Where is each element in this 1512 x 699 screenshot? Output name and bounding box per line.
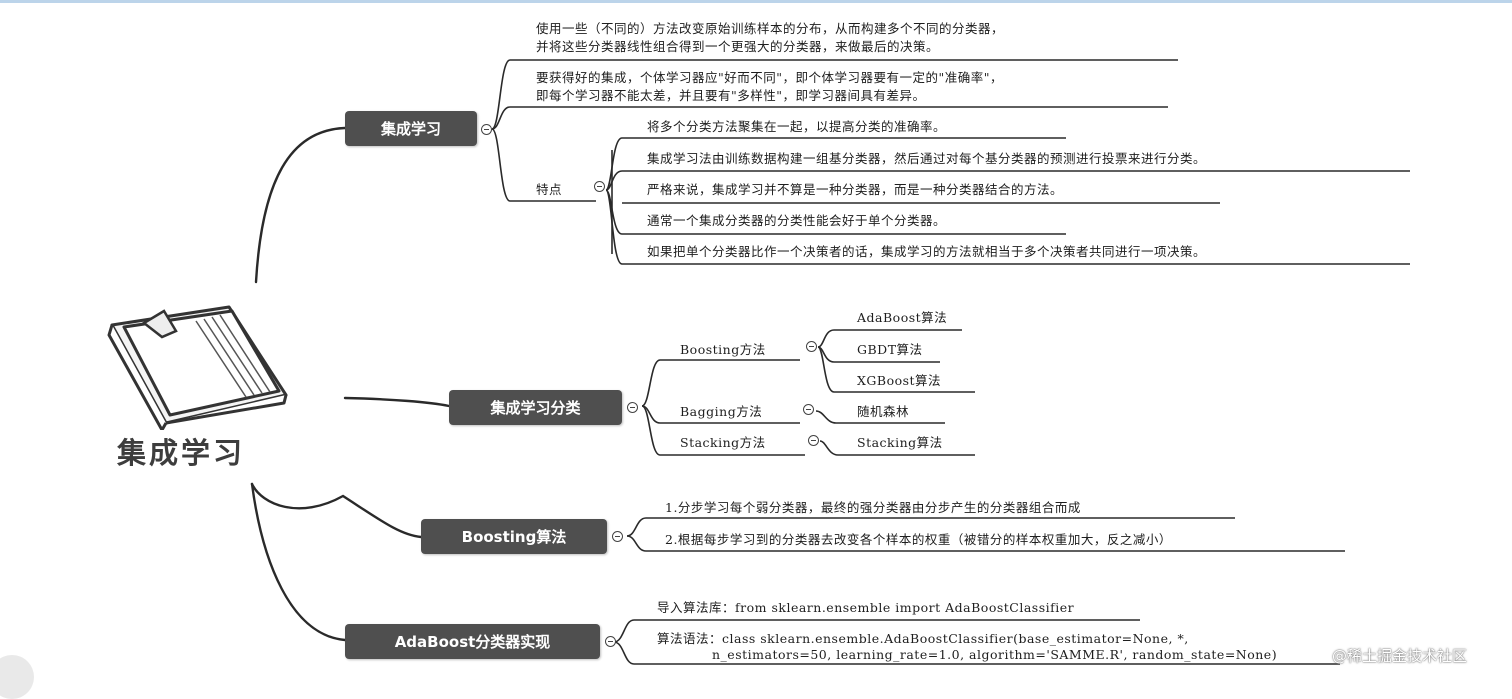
connector-adaboost-algo [817,329,962,348]
connector-root-classification [343,396,451,408]
node-adaboost-impl-label: AdaBoost分类器实现 [394,633,551,651]
connector-random-forest [815,410,945,424]
adaboost-syntax-line2: n_estimators=50, learning_rate=1.0, algo… [712,647,1278,662]
top-border [0,0,1512,3]
collapse-stacking-method-icon[interactable] [808,435,819,446]
feature-item-5: 如果把单个分类器比作一个决策者的话，集成学习的方法就相当于多个决策者共同进行一项… [647,244,1207,259]
connector-root-adaboost [250,482,347,642]
connector-ensemble-features [491,128,596,202]
node-adaboost-impl[interactable]: AdaBoost分类器实现 [345,624,600,659]
connector-stacking-algo [819,440,975,456]
collapse-adaboost-impl-icon[interactable] [605,636,616,647]
feature-item-4: 通常一个集成分类器的分类性能会好于单个分类器。 [647,213,947,228]
bagging-method-label: Bagging方法 [680,404,763,419]
feature-item-2: 集成学习法由训练数据构建一组基分类器，然后通过对每个基分类器的预测进行投票来进行… [647,151,1207,166]
boosting-algo-item-1: 1.分步学习每个弱分类器，最终的强分类器由分步产生的分类器组合而成 [665,500,1081,515]
boosting-method-label: Boosting方法 [680,342,766,357]
ensemble-item-1-line2: 并将这些分类器线性组合得到一个更强大的分类器，来做最后的决策。 [536,39,940,54]
ensemble-item-1-line1: 使用一些（不同的）方法改变原始训练样本的分布，从而构建多个不同的分类器， [536,21,1005,36]
collapse-boosting-algo-icon[interactable] [612,531,623,542]
feature-item-3: 严格来说，集成学习并不算是一种分类器，而是一种分类器结合的方法。 [647,182,1064,197]
adaboost-import-line: 导入算法库：from sklearn.ensemble import AdaBo… [657,600,1075,615]
connector-root-boosting [250,482,423,539]
adaboost-algo-label: AdaBoost算法 [857,310,948,325]
node-boosting-algo-label: Boosting算法 [461,528,567,546]
node-boosting-algo[interactable]: Boosting算法 [421,519,607,554]
stacking-algo-label: Stacking算法 [857,435,943,450]
xgboost-algo-label: XGBoost算法 [857,373,942,388]
collapse-boosting-method-icon[interactable] [806,341,817,352]
root-title: 集成学习 [117,436,246,470]
connector-ensemble-item2 [491,106,1168,130]
collapse-features-icon[interactable] [594,181,605,192]
connector-boost-item1 [626,517,1235,537]
connector-ada-item1 [613,619,1140,643]
connector-feature-2 [605,170,1410,191]
collapse-classification-icon[interactable] [627,402,638,413]
watermark: @稀土掘金技术社区 [1332,647,1468,665]
connector-ada-item2 [613,641,1340,665]
ensemble-item-2-line2: 即每个学习器不能太差，并且要有"多样性"，即学习器间具有差异。 [536,88,926,103]
connector-boost-item2 [626,535,1345,552]
connector-class-boosting [641,359,800,407]
features-label: 特点 [536,182,563,197]
connector-feature-5 [605,189,1410,265]
node-classification-label: 集成学习分类 [490,399,581,417]
connector-lines [250,59,1410,665]
connector-ensemble-item1 [491,59,1178,130]
boosting-algo-item-2: 2.根据每步学习到的分类器去改变各个样本的权重（被错分的样本权重加大，反之减小） [665,532,1172,547]
collapse-ensemble-icon[interactable] [481,124,492,135]
node-ensemble-label: 集成学习 [380,120,441,138]
feature-item-1: 将多个分类方法聚集在一起，以提高分类的准确率。 [647,119,947,134]
connector-xgboost-algo [817,346,975,393]
connector-root-ensemble [254,126,347,284]
node-classification[interactable]: 集成学习分类 [449,390,622,425]
adaboost-syntax-line1: 算法语法：class sklearn.ensemble.AdaBoostClas… [657,631,1189,646]
node-ensemble[interactable]: 集成学习 [345,111,477,146]
gbdt-algo-label: GBDT算法 [857,342,923,357]
stacking-method-label: Stacking方法 [680,435,766,450]
book-icon [107,305,288,430]
connector-class-stacking [641,405,805,456]
random-forest-label: 随机森林 [857,404,910,419]
collapse-bagging-method-icon[interactable] [803,404,814,415]
ensemble-item-2-line1: 要获得好的集成，个体学习器应"好而不同"，即个体学习器要有一定的"准确率"， [536,70,1003,85]
